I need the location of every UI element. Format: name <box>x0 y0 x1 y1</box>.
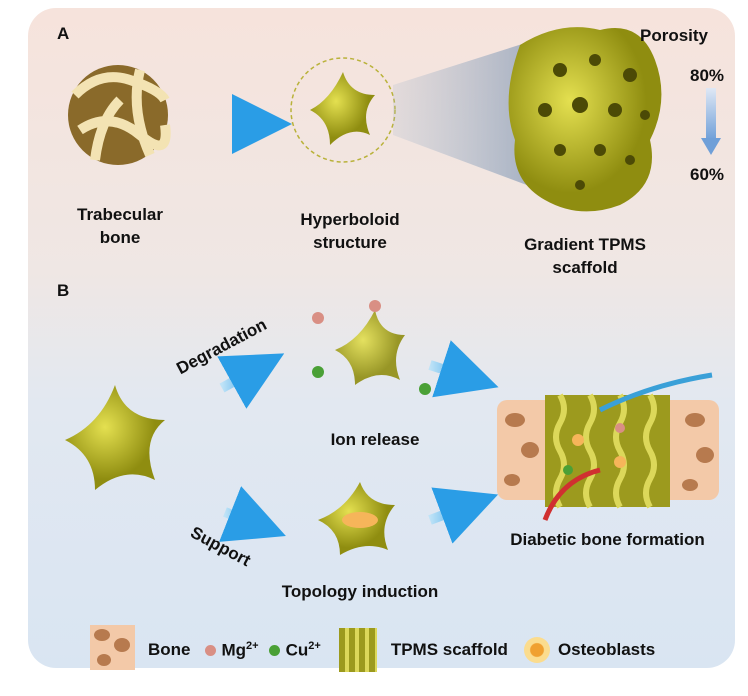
porosity-low: 60% <box>690 165 725 184</box>
legend-tpms: TPMS scaffold <box>390 640 508 659</box>
hyperboloid-unit <box>310 72 375 145</box>
tpms-legend-icon <box>338 628 377 672</box>
osteoblast-legend-icon <box>523 637 550 663</box>
legend-bone: Bone <box>148 640 191 659</box>
degrading-unit <box>335 310 405 385</box>
panel-label-a: A <box>57 24 70 43</box>
legend-cu: Cu2+ <box>285 639 321 660</box>
ion-release-label: Ion release <box>330 430 420 449</box>
porosity-high: 80% <box>690 66 725 85</box>
outcome-label: Diabetic bone formation <box>510 530 705 549</box>
arrow-icon <box>217 353 285 409</box>
cu-legend-icon <box>268 644 280 656</box>
scaffold-label: Gradient TPMS scaffold <box>524 235 646 277</box>
porosity-title: Porosity <box>640 26 709 45</box>
mg-ion <box>369 300 381 312</box>
legend: Bone Mg2+ Cu2+ TPMS scaffold Osteoblasts <box>88 628 655 672</box>
topology-induction-label: Topology induction <box>281 582 439 601</box>
mg-legend-icon <box>204 644 216 656</box>
arrow-icon <box>428 340 499 398</box>
trabecular-bone-label: Trabecular bone <box>77 205 163 247</box>
trabecular-bone-image <box>68 65 171 165</box>
osteoblast-cell <box>342 512 378 528</box>
legend-osteoblasts: Osteoblasts <box>557 640 656 659</box>
panel-label-b: B <box>57 281 70 300</box>
mg-ion <box>312 312 324 324</box>
scaffold-unit <box>65 385 165 490</box>
porosity-gradient-arrow <box>706 88 716 140</box>
arrow-icon <box>219 486 286 542</box>
legend-mg: Mg2+ <box>221 639 259 660</box>
arrow-icon <box>428 487 499 544</box>
hyperboloid-label: Hyperboloid structure <box>300 210 400 252</box>
zoom-cone <box>393 40 540 190</box>
cu-ion <box>312 366 324 378</box>
cu-ion <box>419 383 431 395</box>
gradient-tpms-scaffold <box>508 27 662 212</box>
bone-legend-icon <box>90 625 135 670</box>
diabetic-bone-illustration <box>497 372 719 521</box>
